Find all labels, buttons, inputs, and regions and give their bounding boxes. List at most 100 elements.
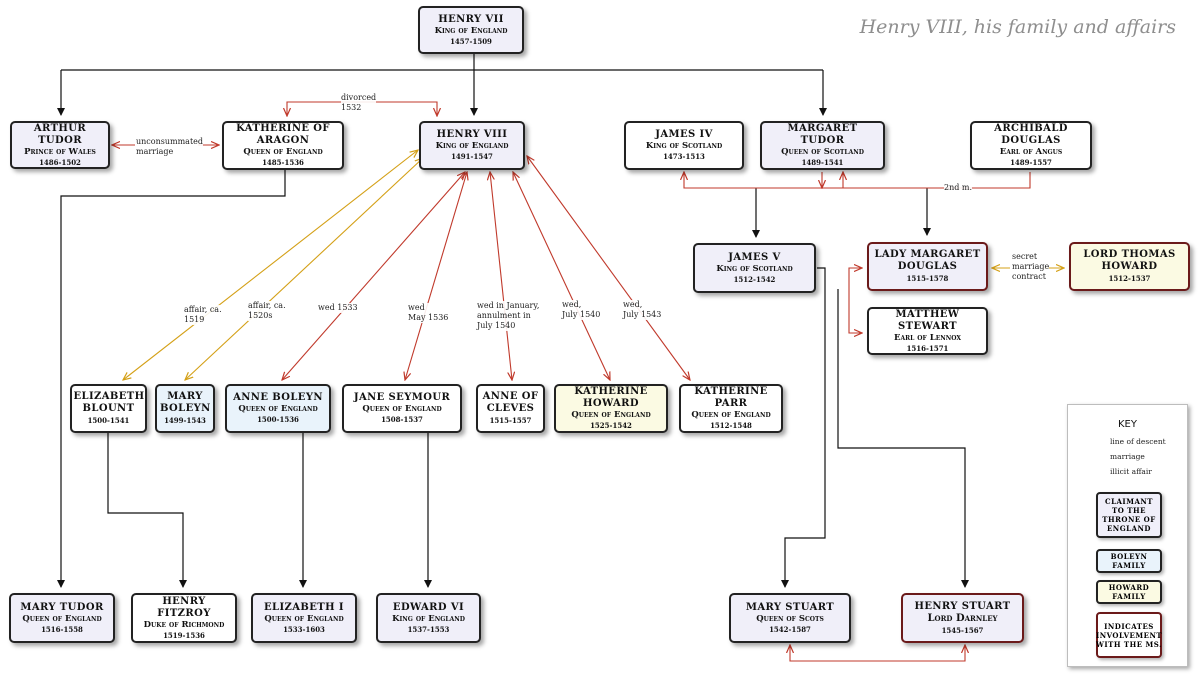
- person-title: King of Scotland: [716, 263, 793, 274]
- label-wed-1533: wed 1533: [318, 303, 358, 313]
- legend-affair-label: illicit affair: [1110, 467, 1152, 476]
- person-name: James V: [728, 251, 781, 263]
- legend-boleyn-swatch: Boleyn Family: [1096, 549, 1162, 573]
- person-years: 1533-1603: [283, 624, 325, 634]
- marriage-line: [282, 172, 465, 380]
- person-archibald-douglas: Archibald Douglas Earl of Angus 1489-155…: [970, 121, 1092, 170]
- label-divorced: divorced 1532: [341, 93, 377, 113]
- person-mary-tudor: Mary Tudor Queen of England 1516-1558: [9, 593, 115, 643]
- person-title: Lord Darnley: [927, 612, 998, 624]
- label-wed-1536: wed May 1536: [408, 303, 449, 323]
- person-name: Henry VII: [438, 13, 504, 25]
- person-name: Katherine Howard: [574, 386, 648, 409]
- person-name: James IV: [655, 129, 713, 140]
- person-years: 1473-1513: [663, 152, 705, 161]
- person-years: 1516-1558: [41, 624, 83, 634]
- marriage-line: [848, 268, 862, 333]
- label-second-marriage: 2nd m.: [944, 183, 973, 193]
- person-mary-boleyn: Mary Boleyn 1499-1543: [155, 384, 215, 433]
- person-matthew-stewart: Matthew Stewart Earl of Lennox 1516-1571: [867, 307, 988, 355]
- person-years: 1515-1578: [906, 274, 949, 283]
- marriage-line: [790, 645, 965, 662]
- person-title: Queen of England: [691, 410, 771, 420]
- person-title: Prince of Wales: [24, 146, 96, 157]
- person-arthur-tudor: Arthur Tudor Prince of Wales 1486-1502: [10, 121, 110, 169]
- person-years: 1489-1557: [1010, 158, 1052, 167]
- person-title: Duke of Richmond: [143, 619, 225, 630]
- person-years: 1519-1536: [163, 630, 205, 640]
- legend-marriage-label: marriage: [1110, 452, 1145, 461]
- person-anne-boleyn: Anne Boleyn Queen of England 1500-1536: [225, 384, 331, 433]
- person-name: Archibald Douglas: [994, 123, 1068, 146]
- person-years: 1516-1571: [906, 343, 949, 353]
- descent-line: [781, 267, 826, 588]
- person-title: Queen of England: [243, 147, 323, 157]
- legend-key: KEY line of descent marriage illicit aff…: [1067, 404, 1188, 667]
- person-name: Henry Stuart: [914, 600, 1011, 612]
- marriage-line: [527, 156, 690, 380]
- descent-line: [57, 170, 286, 588]
- affair-line: [185, 158, 423, 380]
- person-title: Queen of Scotland: [781, 147, 864, 157]
- person-years: 1457-1509: [450, 36, 492, 46]
- person-henry-viii: Henry VIII King of England 1491-1547: [419, 121, 525, 170]
- person-henry-stuart: Henry Stuart Lord Darnley 1545-1567: [901, 593, 1024, 643]
- person-name: Edward VI: [392, 601, 465, 613]
- person-lord-thomas-howard: Lord Thomas Howard 1512-1537: [1069, 242, 1190, 291]
- person-title: Queen of England: [571, 410, 651, 420]
- descent-line: [837, 289, 969, 588]
- person-name: Katherine of Aragon: [236, 123, 330, 146]
- person-years: 1512-1548: [710, 421, 752, 430]
- person-years: 1525-1542: [590, 421, 632, 430]
- person-title: Queen of England: [264, 613, 344, 624]
- legend-claimant-swatch: Claimant to the throne of England: [1096, 492, 1162, 538]
- person-name: Arthur Tudor: [33, 122, 87, 146]
- person-years: 1545-1567: [941, 625, 984, 635]
- person-name: Mary Boleyn: [160, 391, 211, 414]
- person-title: Queen of Scots: [756, 613, 824, 624]
- person-name: Henry Fitzroy: [157, 595, 211, 619]
- affair-line: [123, 150, 418, 380]
- person-years: 1508-1537: [381, 415, 423, 424]
- person-title: King of England: [434, 25, 508, 36]
- person-name: Margaret Tudor: [787, 123, 858, 146]
- person-title: Earl of Angus: [999, 147, 1063, 157]
- person-title: Queen of England: [362, 404, 442, 414]
- legend-title: KEY: [1118, 419, 1137, 430]
- person-years: 1485-1536: [262, 158, 304, 167]
- person-margaret-tudor: Margaret Tudor Queen of Scotland 1489-15…: [760, 121, 885, 170]
- person-name: Anne Boleyn: [233, 392, 323, 403]
- label-wed-1540-jan: wed in January, annulment in July 1540: [477, 301, 540, 331]
- person-henry-fitzroy: Henry Fitzroy Duke of Richmond 1519-1536: [131, 593, 237, 643]
- label-wed-1543: wed, July 1543: [623, 300, 662, 320]
- person-title: Queen of England: [22, 613, 102, 624]
- person-katherine-howard: Katherine Howard Queen of England 1525-1…: [554, 384, 668, 433]
- person-edward-vi: Edward VI King of England 1537-1553: [376, 593, 481, 643]
- person-title: King of England: [392, 613, 465, 624]
- person-years: 1499-1543: [164, 416, 206, 425]
- person-title: King of England: [435, 141, 509, 151]
- person-james-iv: James IV King of Scotland 1473-1513: [624, 121, 744, 170]
- person-years: 1489-1541: [801, 158, 844, 167]
- person-name: Matthew Stewart: [895, 308, 960, 332]
- person-years: 1486-1502: [39, 157, 81, 167]
- legend-descent-label: line of descent: [1110, 437, 1166, 446]
- diagram-title: Henry VIII, his family and affairs: [859, 16, 1176, 38]
- legend-ms-swatch: Indicates involvement with the MS.: [1096, 612, 1162, 658]
- person-katherine-of-aragon: Katherine of Aragon Queen of England 148…: [222, 121, 344, 170]
- marriage-line: [490, 172, 512, 380]
- person-title: Queen of England: [238, 404, 318, 414]
- person-name: Elizabeth Blount: [73, 391, 145, 414]
- label-affair-1519: affair, ca. 1519: [184, 305, 222, 325]
- person-name: Lady Margaret Douglas: [874, 249, 981, 272]
- person-katherine-parr: Katherine Parr Queen of England 1512-154…: [679, 384, 783, 433]
- label-secret-contract: secret marriage contract: [1012, 252, 1050, 282]
- descent-line: [107, 433, 187, 588]
- person-years: 1491-1547: [451, 152, 493, 161]
- person-years: 1500-1541: [87, 416, 130, 425]
- person-name: Elizabeth I: [264, 601, 344, 613]
- label-unconsummated: unconsummated marriage: [136, 137, 204, 157]
- person-title: King of Scotland: [645, 141, 723, 151]
- person-mary-stuart: Mary Stuart Queen of Scots 1542-1587: [729, 593, 851, 643]
